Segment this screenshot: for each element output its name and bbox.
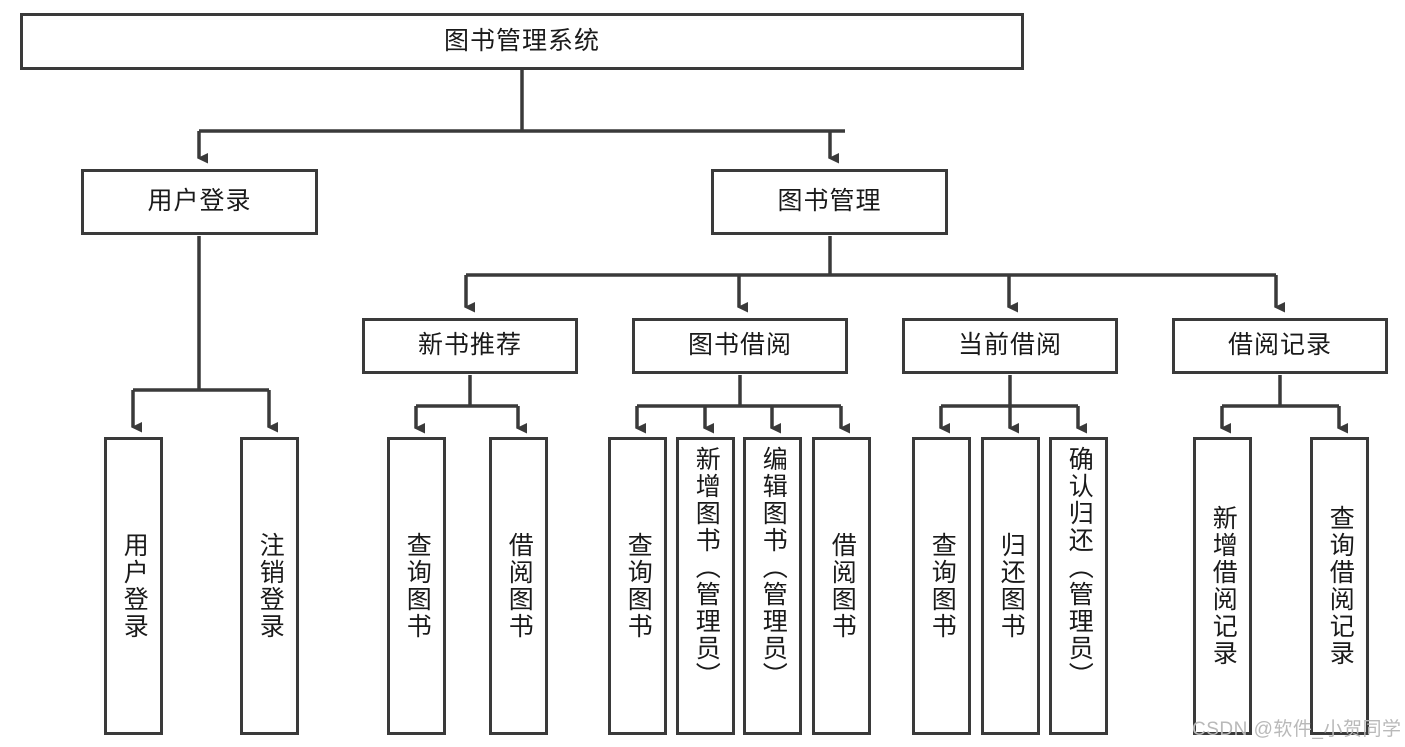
node-book-borrow-label: 图书借阅 bbox=[687, 331, 792, 360]
node-leaf-borrow-book-2[interactable]: 借阅图书 bbox=[812, 437, 871, 735]
node-leaf-user-login[interactable]: 用户登录 bbox=[104, 437, 163, 735]
node-leaf-query-book-1-label: 查询图书 bbox=[403, 532, 432, 640]
node-book-borrow[interactable]: 图书借阅 bbox=[632, 318, 848, 374]
watermark: CSDN @软件_小贺同学 bbox=[1192, 719, 1402, 740]
node-leaf-confirm-return[interactable]: 确认归还（管理员） bbox=[1049, 437, 1108, 735]
node-leaf-edit-book-label: 编辑图书（管理员） bbox=[759, 446, 788, 689]
node-leaf-edit-book[interactable]: 编辑图书（管理员） bbox=[743, 437, 802, 735]
node-leaf-user-logout-label: 注销登录 bbox=[256, 532, 285, 640]
node-leaf-add-record-label: 新增借阅记录 bbox=[1209, 505, 1238, 667]
node-borrow-record-label: 借阅记录 bbox=[1227, 331, 1332, 360]
node-new-book-recommend[interactable]: 新书推荐 bbox=[362, 318, 578, 374]
node-leaf-query-book-2[interactable]: 查询图书 bbox=[608, 437, 667, 735]
node-leaf-add-book[interactable]: 新增图书（管理员） bbox=[676, 437, 735, 735]
node-book-manage[interactable]: 图书管理 bbox=[711, 169, 948, 235]
node-leaf-query-record-label: 查询借阅记录 bbox=[1326, 505, 1355, 667]
node-leaf-query-book-3[interactable]: 查询图书 bbox=[912, 437, 971, 735]
node-leaf-query-book-1[interactable]: 查询图书 bbox=[387, 437, 446, 735]
node-leaf-borrow-book-2-label: 借阅图书 bbox=[828, 532, 857, 640]
node-leaf-borrow-book-1-label: 借阅图书 bbox=[505, 532, 534, 640]
node-leaf-return-book-label: 归还图书 bbox=[997, 532, 1026, 640]
node-leaf-confirm-return-label: 确认归还（管理员） bbox=[1065, 446, 1094, 689]
node-book-manage-label: 图书管理 bbox=[777, 187, 882, 216]
node-root-label: 图书管理系统 bbox=[443, 26, 600, 55]
node-current-borrow-label: 当前借阅 bbox=[957, 331, 1062, 360]
node-user-login-label: 用户登录 bbox=[147, 187, 252, 216]
node-leaf-user-login-label: 用户登录 bbox=[120, 532, 149, 640]
node-root[interactable]: 图书管理系统 bbox=[20, 13, 1024, 70]
node-borrow-record[interactable]: 借阅记录 bbox=[1172, 318, 1388, 374]
node-leaf-user-logout[interactable]: 注销登录 bbox=[240, 437, 299, 735]
node-leaf-query-book-2-label: 查询图书 bbox=[624, 532, 653, 640]
node-leaf-borrow-book-1[interactable]: 借阅图书 bbox=[489, 437, 548, 735]
node-user-login[interactable]: 用户登录 bbox=[81, 169, 318, 235]
node-leaf-add-book-label: 新增图书（管理员） bbox=[692, 446, 721, 689]
node-new-book-recommend-label: 新书推荐 bbox=[417, 331, 522, 360]
node-leaf-query-record[interactable]: 查询借阅记录 bbox=[1310, 437, 1369, 735]
node-current-borrow[interactable]: 当前借阅 bbox=[902, 318, 1118, 374]
node-leaf-add-record[interactable]: 新增借阅记录 bbox=[1193, 437, 1252, 735]
node-leaf-return-book[interactable]: 归还图书 bbox=[981, 437, 1040, 735]
node-leaf-query-book-3-label: 查询图书 bbox=[928, 532, 957, 640]
